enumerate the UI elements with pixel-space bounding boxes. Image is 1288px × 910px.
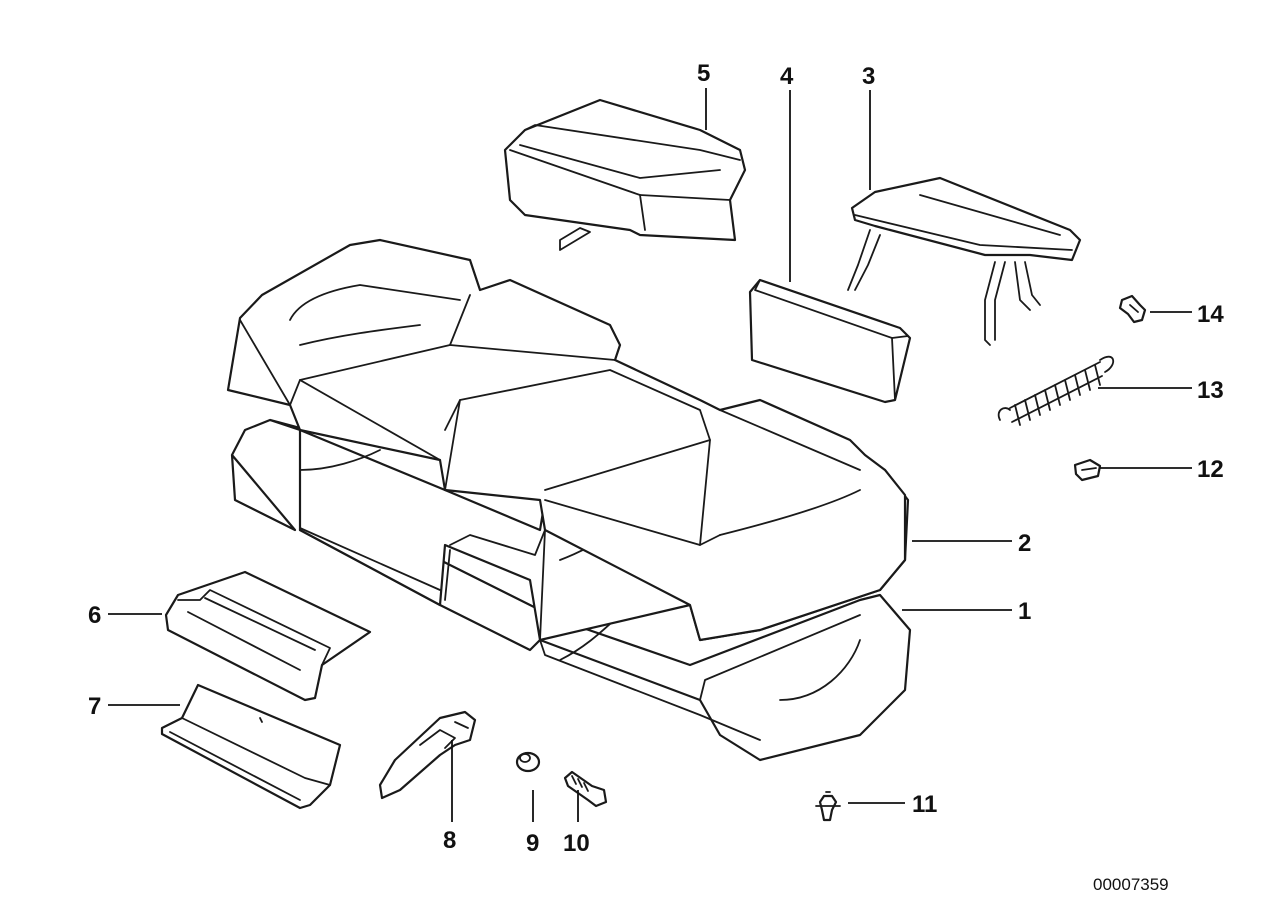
callout-10: 10 <box>563 830 590 857</box>
part-3-headrest <box>847 176 1082 346</box>
part-1-seat-base <box>298 528 912 762</box>
callout-4: 4 <box>780 63 794 90</box>
part-14-bolt-icon <box>1118 294 1147 324</box>
callout-1: 1 <box>1018 598 1031 625</box>
callout-12: 12 <box>1197 456 1224 483</box>
document-number: 00007359 <box>1093 875 1169 894</box>
callout-8: 8 <box>443 827 456 854</box>
part-8-bracket <box>378 710 477 800</box>
part-10-screw-icon <box>563 770 608 808</box>
callout-labels: 1 2 3 4 5 6 7 8 9 10 11 12 13 14 <box>88 60 1224 857</box>
part-4-cushion-pad <box>748 278 912 404</box>
part-13-spring-icon <box>997 355 1114 426</box>
part-11-push-rivet-icon <box>815 791 841 822</box>
leader-lines <box>108 88 1192 822</box>
callout-5: 5 <box>697 60 710 87</box>
callout-7: 7 <box>88 693 101 720</box>
callout-9: 9 <box>526 830 539 857</box>
callout-13: 13 <box>1197 377 1224 404</box>
part-6-trim-cover <box>164 570 372 702</box>
part-5-backrest-section <box>503 98 747 251</box>
callout-6: 6 <box>88 602 101 629</box>
callout-3: 3 <box>862 63 875 90</box>
part-9-grommet-icon <box>515 751 541 773</box>
part-12-clip-icon <box>1073 458 1102 482</box>
callout-2: 2 <box>1018 530 1031 557</box>
callout-11: 11 <box>912 791 937 818</box>
part-7-trim-panel <box>160 683 342 810</box>
upper-seat-cushion <box>226 238 907 642</box>
callout-14: 14 <box>1197 301 1224 328</box>
